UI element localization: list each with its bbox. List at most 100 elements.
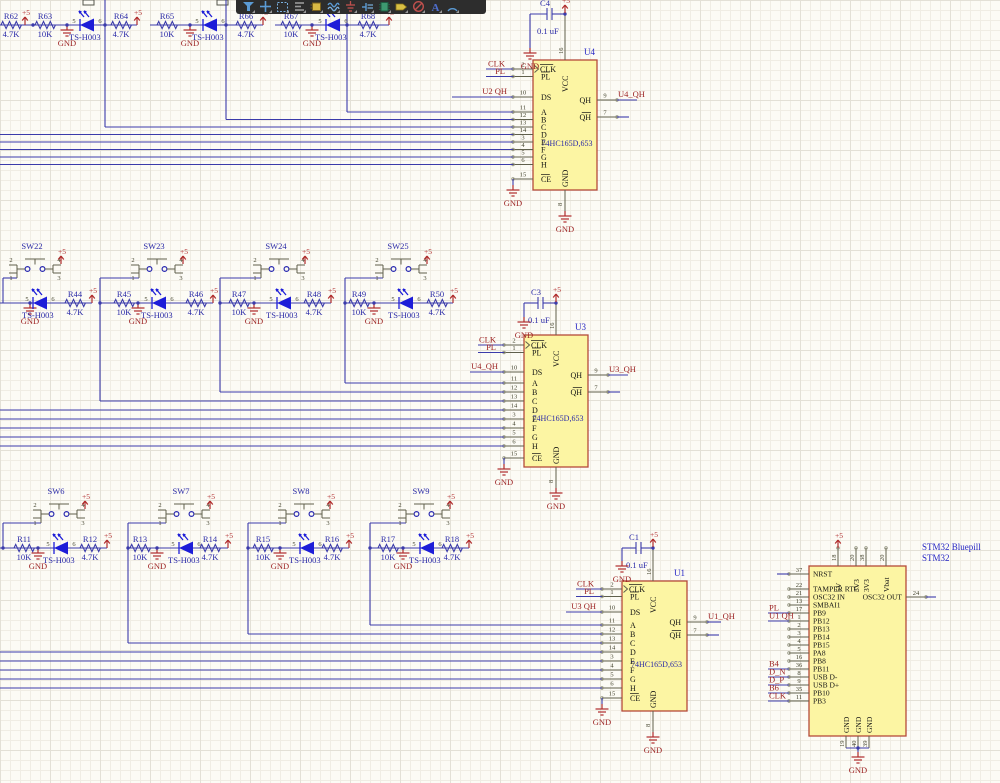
place-directive-icon[interactable] xyxy=(394,0,408,13)
place-wire-icon[interactable] xyxy=(326,0,340,13)
plus5-power-port[interactable]: +5 xyxy=(449,286,458,303)
gnd-power-port[interactable]: GND xyxy=(148,548,166,571)
place-net-label-icon[interactable] xyxy=(360,0,374,13)
plus5-power-port[interactable]: +5 xyxy=(326,492,335,509)
crosshair-icon[interactable] xyxy=(258,0,272,13)
plus5-power-port[interactable]: +5 xyxy=(552,285,561,302)
place-text-icon[interactable]: A xyxy=(428,0,442,13)
place-part-icon[interactable] xyxy=(309,0,323,13)
plus5-power-port[interactable]: +5 xyxy=(81,492,90,509)
plus5-power-port[interactable]: +5 xyxy=(345,531,354,548)
plus5-power-port[interactable]: +5 xyxy=(88,286,97,303)
gnd-power-port[interactable]: GND xyxy=(556,211,574,234)
plus5-power-port[interactable]: +5 xyxy=(179,247,188,264)
gnd-power-port[interactable]: GND xyxy=(849,752,867,775)
plus5-power-port[interactable]: +5 xyxy=(103,531,112,548)
plus5-power-port[interactable]: +5 xyxy=(561,0,570,13)
plus5-power-port[interactable]: +5 xyxy=(327,286,336,303)
plus5-power-port[interactable]: +5 xyxy=(834,531,843,548)
gnd-power-port[interactable]: GND xyxy=(365,303,383,326)
plus5-power-port[interactable]: +5 xyxy=(206,492,215,509)
gnd-power-port[interactable]: GND xyxy=(271,548,289,571)
plus5-power-port[interactable]: +5 xyxy=(465,531,474,548)
plus5-power-port[interactable]: +5 xyxy=(57,247,66,264)
filter-icon[interactable] xyxy=(241,0,255,13)
gnd-power-port[interactable]: GND xyxy=(644,732,662,755)
pin-name: F xyxy=(532,424,537,433)
plus5-power-port[interactable]: +5 xyxy=(301,247,310,264)
plus5-power-port[interactable]: +5 xyxy=(21,8,30,25)
capacitor-C1[interactable]: C10.1 uF xyxy=(622,532,655,570)
gnd-power-port[interactable]: GND xyxy=(495,464,513,487)
plus5-power-port[interactable]: +5 xyxy=(224,531,233,548)
plus5-power-port[interactable]: +5 xyxy=(133,8,142,25)
gnd-power-port[interactable]: GND xyxy=(504,185,522,208)
partial-switch[interactable] xyxy=(82,0,95,6)
gnd-power-port[interactable]: GND xyxy=(547,488,565,511)
capacitor-C3[interactable]: C30.1 uF xyxy=(524,287,558,325)
place-sheet-symbol-icon[interactable] xyxy=(377,0,391,13)
plus5-power-port[interactable]: +5 xyxy=(649,530,658,547)
plus5-power-port[interactable]: +5 xyxy=(423,247,432,264)
partial-switch[interactable] xyxy=(216,0,229,6)
plus5-power-port[interactable]: +5 xyxy=(209,286,218,303)
gnd-power-port[interactable]: GND xyxy=(515,317,533,340)
align-icon[interactable] xyxy=(292,0,306,13)
no-erc-icon[interactable] xyxy=(411,0,425,13)
place-arc-icon[interactable] xyxy=(445,0,459,13)
selection-rect-icon[interactable] xyxy=(275,0,289,13)
capacitor-C4[interactable]: C40.1 uF xyxy=(530,0,567,36)
place-ground-icon[interactable] xyxy=(343,0,357,13)
gnd-power-port[interactable]: GND xyxy=(521,48,539,71)
gnd-power-port[interactable]: GND xyxy=(613,561,631,584)
plus5-power-port[interactable]: +5 xyxy=(446,492,455,509)
gnd-power-port[interactable]: GND xyxy=(593,704,611,727)
